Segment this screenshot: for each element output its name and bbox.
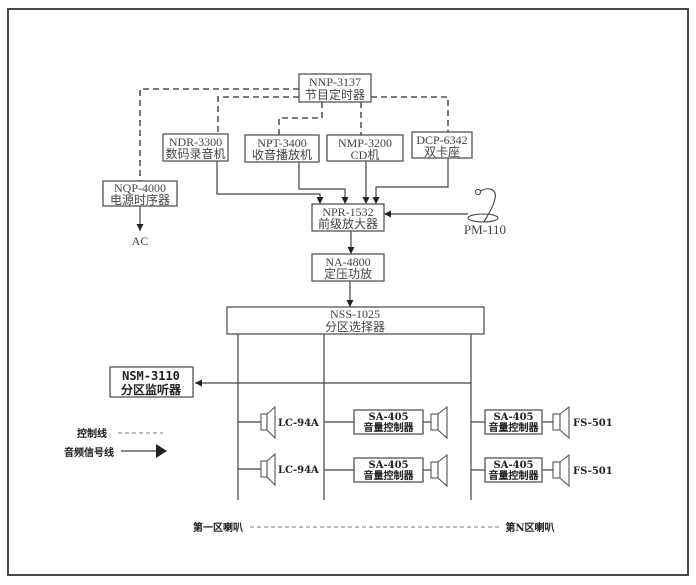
preamp-name: 前级放大器 — [318, 216, 378, 231]
speaker-icon — [260, 405, 276, 440]
amplifier-name: 定压功放 — [324, 266, 372, 281]
zone-selector-box: NSS-1025 分区选择器 — [226, 306, 485, 335]
tuner-name: 收音播放机 — [252, 147, 312, 162]
zone-selector-model: NSS-1025 — [330, 307, 380, 321]
zone-monitor-model: NSM-3110 — [122, 369, 180, 383]
audio-line-cassette-to-preamp — [372, 158, 449, 204]
zone1-speaker-row-2: LC-94A — [238, 452, 319, 487]
diagram-frame — [7, 8, 689, 576]
control-line-timer-to-cassette — [371, 96, 449, 132]
microphone-label: PM-110 — [464, 222, 506, 237]
cd-player-box: NMP-3200 CD机 — [326, 134, 404, 162]
volume-control-model: SA-405 — [368, 460, 408, 471]
volume-control-box: SA-405 音量控制器 — [353, 457, 424, 483]
speaker-label: FS-501 — [573, 466, 613, 477]
volume-control-model: SA-405 — [368, 412, 408, 423]
speaker-icon — [260, 452, 276, 487]
volume-control-name: 音量控制器 — [364, 469, 415, 482]
zone1-speaker-row-1: LC-94A — [238, 405, 319, 440]
speaker-icon — [430, 405, 448, 440]
preamp-box: NPR-1532 前级放大器 — [311, 203, 385, 232]
speaker-icon — [430, 453, 448, 488]
power-sequencer-name: 电源时序器 — [110, 192, 170, 207]
timer-box: NNP-3137 节目定时器 — [298, 73, 372, 103]
cd-player-name: CD机 — [351, 148, 380, 162]
cd-player-model: NMP-3200 — [338, 136, 392, 150]
volume-control-name: 音量控制器 — [489, 421, 540, 434]
speaker-label: LC-94A — [278, 418, 319, 429]
volume-control-box: SA-405 音量控制器 — [484, 457, 543, 483]
power-sequencer-box: NQP-4000 电源时序器 — [102, 180, 178, 207]
volume-control-box: SA-405 音量控制器 — [353, 409, 424, 435]
zone-range: 第一区喇叭 第N区喇叭 — [193, 521, 555, 534]
volume-control-name: 音量控制器 — [489, 469, 540, 482]
preamp-model: NPR-1532 — [322, 205, 373, 219]
speaker-label: FS-501 — [573, 418, 613, 429]
amplifier-box: NA-4800 定压功放 — [311, 253, 385, 282]
ac-label: AC — [132, 234, 149, 248]
timer-name: 节目定时器 — [305, 87, 365, 102]
power-sequencer-model: NQP-4000 — [114, 181, 166, 195]
zone2-row-1: SA-405 音量控制器 — [324, 405, 448, 440]
zoneN-row-2: SA-405 音量控制器 FS-501 — [471, 453, 613, 488]
zone-last-label: 第N区喇叭 — [505, 521, 554, 534]
cassette-name: 双卡座 — [424, 144, 460, 159]
zone-selector-name: 分区选择器 — [325, 320, 385, 334]
legend-control-line-label: 控制线 — [77, 427, 107, 440]
control-line-timer-to-recorder — [217, 96, 299, 134]
zone-monitor-box: NSM-3110 分区监听器 — [109, 366, 194, 398]
microphone-icon — [467, 188, 499, 223]
recorder-box: NDR-3300 数码录音机 — [162, 133, 229, 162]
zone2-row-2: SA-405 音量控制器 — [324, 453, 448, 488]
legend-arrow-icon — [156, 444, 167, 458]
zone-first-label: 第一区喇叭 — [193, 521, 243, 534]
cassette-model: DCP-6342 — [416, 133, 467, 147]
speaker-icon — [552, 405, 570, 440]
legend: 控制线 音频信号线 — [64, 427, 167, 459]
zoneN-row-1: SA-405 音量控制器 FS-501 — [471, 405, 613, 440]
speaker-icon — [552, 453, 570, 488]
volume-control-model: SA-405 — [493, 412, 533, 423]
audio-line-tuner-to-preamp — [298, 162, 349, 204]
volume-control-model: SA-405 — [493, 460, 533, 471]
zone-monitor-name: 分区监听器 — [121, 382, 182, 397]
tuner-box: NPT-3400 收音播放机 — [244, 134, 320, 163]
timer-model: NNP-3137 — [309, 75, 361, 89]
control-line-timer-to-power-sequencer — [139, 88, 299, 181]
speaker-label: LC-94A — [278, 465, 319, 476]
legend-audio-line-label: 音频信号线 — [64, 446, 114, 459]
volume-control-box: SA-405 音量控制器 — [484, 409, 543, 435]
cassette-box: DCP-6342 双卡座 — [411, 131, 473, 159]
audio-line-recorder-to-preamp — [216, 161, 324, 204]
amplifier-model: NA-4800 — [325, 255, 370, 269]
recorder-name: 数码录音机 — [165, 146, 225, 161]
tuner-model: NPT-3400 — [257, 136, 307, 150]
volume-control-name: 音量控制器 — [364, 421, 415, 434]
recorder-model: NDR-3300 — [169, 135, 222, 149]
